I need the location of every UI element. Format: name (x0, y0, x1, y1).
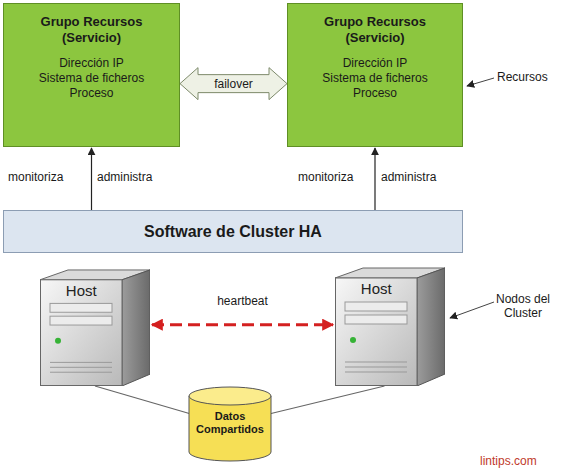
leader-line (450, 302, 494, 318)
action-label: monitoriza (298, 170, 353, 184)
failover-arrow (180, 68, 287, 100)
host-server: Host (40, 268, 150, 386)
action-label: administra (381, 170, 436, 184)
edge-label: heartbeat (214, 294, 271, 308)
resource-item: Sistema de ficheros (322, 71, 427, 86)
storage-label: Datos Compartidos (192, 410, 268, 436)
monitor-arrow (91, 148, 92, 210)
callout-label: Nodos del Cluster (492, 292, 554, 320)
resource-item: Sistema de ficheros (39, 71, 144, 86)
heartbeat-link (152, 323, 333, 326)
leader-line (467, 78, 494, 86)
resource-group-box: Grupo Recursos (Servicio) Dirección IPSis… (287, 3, 463, 147)
watermark: lintips.com (480, 454, 537, 468)
resource-item: Dirección IP (343, 56, 408, 71)
callout-label: Recursos (497, 70, 548, 84)
resource-item: Proceso (353, 86, 397, 101)
group-heading: Grupo Recursos (Servicio) (296, 14, 454, 46)
resource-group-box: Grupo Recursos (Servicio) Dirección IPSis… (3, 3, 180, 147)
host-label: Host (335, 280, 418, 297)
edge-label: failover (211, 77, 256, 91)
storage-link (95, 386, 191, 414)
shared-data-cylinder: Datos Compartidos (188, 386, 272, 462)
group-heading: Grupo Recursos (Servicio) (12, 14, 171, 46)
storage-link (269, 386, 385, 414)
resource-item: Proceso (69, 86, 113, 101)
host-server: Host (335, 266, 445, 386)
cluster-software-band: Software de Cluster HA (3, 210, 463, 253)
resource-item: Dirección IP (59, 56, 124, 71)
host-label: Host (40, 282, 123, 299)
band-title: Software de Cluster HA (144, 223, 322, 241)
monitor-arrow (374, 148, 375, 210)
action-label: monitoriza (8, 170, 63, 184)
action-label: administra (97, 170, 152, 184)
